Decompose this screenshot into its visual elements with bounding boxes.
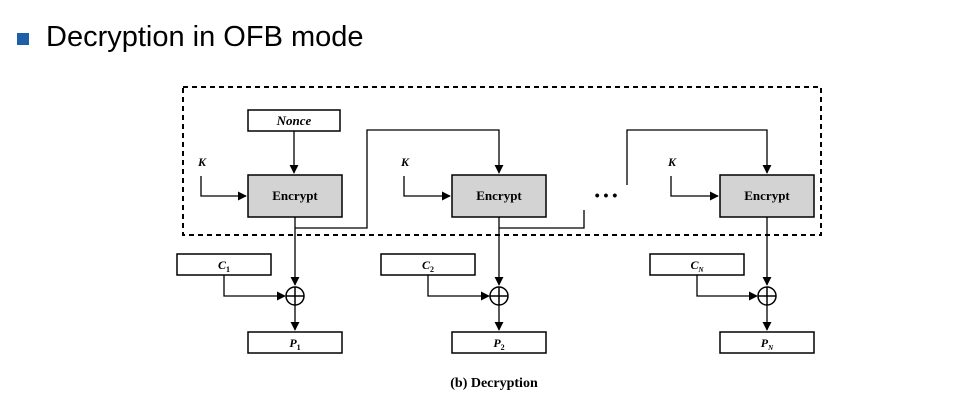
- slide-heading: Decryption in OFB mode: [46, 21, 364, 53]
- ciphertext-label-n: CN: [690, 258, 704, 274]
- plaintext-box-n: [719, 331, 815, 354]
- ciphertext-arrow-n: [696, 275, 758, 301]
- nonce-label: Nonce: [276, 113, 312, 128]
- encrypt-label-n: Encrypt: [744, 188, 790, 203]
- plaintext-box-1: [247, 331, 343, 354]
- xor-icon-2: [489, 286, 509, 306]
- bullet-icon: [17, 33, 29, 45]
- dashed-enclosure: [182, 86, 822, 236]
- encrypt-box-n: [719, 174, 815, 218]
- ciphertext-label-1: C1: [218, 258, 230, 274]
- key-label-2: K: [400, 155, 410, 169]
- xor-icon-n: [757, 286, 777, 306]
- plaintext-label-n: PN: [761, 336, 774, 352]
- key-arrow-2: [403, 176, 451, 201]
- feedback-line-1: [295, 129, 504, 229]
- key-label-1: K: [197, 155, 207, 169]
- key-arrow-1: [200, 176, 247, 201]
- key-label-n: K: [667, 155, 677, 169]
- plaintext-label-2: P2: [493, 336, 504, 352]
- feedback-line-n: [626, 129, 772, 185]
- plaintext-box-2: [451, 331, 547, 354]
- diagram-caption: (b) Decryption: [450, 376, 538, 391]
- ciphertext-arrow-1: [223, 275, 286, 301]
- plaintext-label-1: P1: [289, 336, 300, 352]
- ellipsis: • • •: [595, 187, 618, 203]
- key-arrow-n: [670, 176, 719, 201]
- xor-icon-1: [285, 286, 305, 306]
- ciphertext-label-2: C2: [422, 258, 434, 274]
- feedback-line-2: [499, 210, 585, 229]
- encrypt-label-2: Encrypt: [476, 188, 522, 203]
- ciphertext-arrow-2: [427, 275, 490, 301]
- encrypt-label-1: Encrypt: [272, 188, 318, 203]
